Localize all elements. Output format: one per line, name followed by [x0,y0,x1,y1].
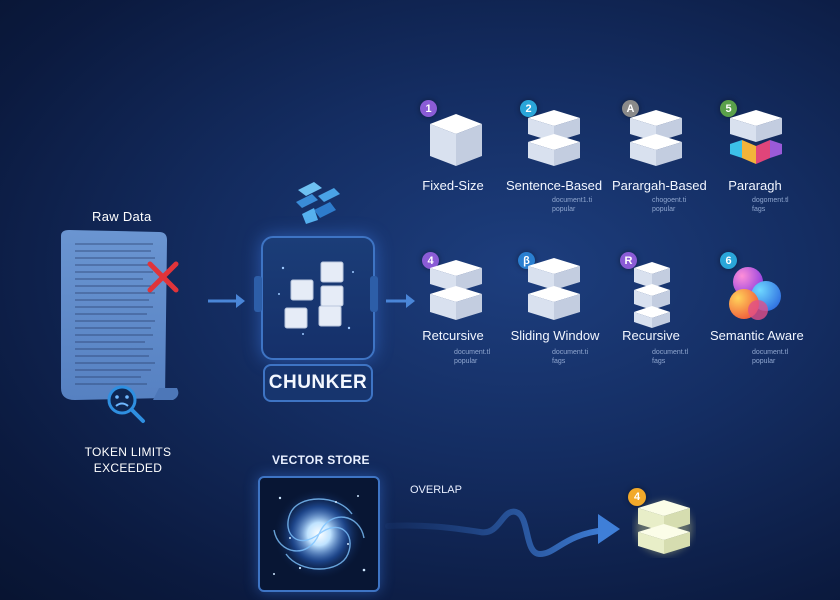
strategy-meta-line: popular [752,358,776,365]
warning-line-2: EXCEEDED [93,461,163,475]
strategy-badge: 4 [422,252,439,269]
glowing-blocks-icon [636,500,692,554]
strategy-label: Sliding Window [510,328,600,343]
strategy-card: R Recursive document.tl fags [612,248,712,378]
strategy-card: 4 Retcursive document.tl popular [412,248,512,378]
stacked-blocks-icon [528,258,580,320]
strategy-meta-line: fags [752,206,766,213]
raw-data-document-icon [61,230,179,400]
vector-store-title: VECTOR STORE [272,453,370,467]
strategy-meta-line: fags [552,358,566,365]
strategy-meta-line: document1.ti [552,197,593,204]
strategy-meta-line: popular [552,206,576,213]
strategy-card: β Sliding Window document.ti fags [508,248,618,378]
chunker-logo-icon [296,182,340,224]
chunker-box [261,236,375,360]
strategy-meta: document1.ti popular [552,196,592,214]
strategy-label: Parargah-Based [612,178,707,193]
vector-store-box [258,476,380,592]
strategy-meta-line: document.ti [552,349,589,356]
strategy-badge: 6 [720,252,737,269]
strategy-card: 2 Sentence-Based document1.ti popular [504,96,614,216]
strategy-card: 6 Semantic Aware document.tl popular [710,248,822,378]
colorful-blocks-icon [730,110,782,164]
strategy-meta-line: popular [454,358,478,365]
tall-stack-icon [634,262,670,328]
strategy-badge: R [620,252,637,269]
chunker-label: CHUNKER [263,364,373,402]
strategy-badge: 1 [420,100,437,117]
strategy-badge: 5 [720,100,737,117]
strategy-meta: document.tl fags [652,348,688,366]
overlap-label: OVERLAP [410,484,462,496]
galaxy-icon [273,488,366,580]
strategy-card: 5 Pararagh dogoment.tl fags [712,96,822,216]
strategy-label: Recursive [622,328,680,343]
strategy-card: 1 Fixed-Size [408,96,508,216]
stacked-blocks-icon [430,260,482,320]
strategy-meta: document.tl popular [752,348,788,366]
strategy-meta-line: document.tl [652,349,689,356]
strategy-meta: document.ti fags [552,348,588,366]
strategy-meta: dogoment.tl fags [752,196,789,214]
strategy-meta-line: chogoent.ti [652,197,687,204]
strategy-label: Pararagh [728,178,782,193]
wave-arrow-icon [385,508,620,558]
single-cube-icon [430,114,482,166]
chunker-side-tab [254,276,262,312]
strategy-meta: chogoent.ti popular [652,196,686,214]
arrow-right-icon [208,294,245,308]
stacked-blocks-icon [630,110,682,166]
strategy-meta: document.tl popular [454,348,490,366]
strategy-meta-line: popular [652,206,676,213]
arrow-right-icon [386,294,415,308]
strategy-badge: β [518,252,535,269]
strategy-label: Retcursive [422,328,484,343]
raw-data-title: Raw Data [92,209,152,224]
strategy-label: Fixed-Size [422,178,484,193]
strategy-label: Sentence-Based [505,178,603,193]
strategy-meta-line: document.tl [454,349,491,356]
strategy-meta-line: fags [652,358,666,365]
strategy-meta-line: document.tl [752,349,789,356]
strategy-card: A Parargah-Based chogoent.ti popular [612,96,722,216]
strategy-label: Semantic Aware [710,328,804,343]
chunker-cubes-icon [278,261,354,335]
overlap-chunk: 4 [622,482,702,562]
chunker-side-tab [370,276,378,312]
stacked-blocks-icon [528,110,580,166]
overlap-badge: 4 [628,488,646,506]
error-x-icon [147,261,179,293]
warning-line-1: TOKEN LIMITS [84,445,172,459]
sad-magnifier-icon [107,385,145,423]
strategy-badge: A [622,100,639,117]
token-limit-warning: TOKEN LIMITS EXCEEDED [72,444,184,476]
strategy-badge: 2 [520,100,537,117]
semantic-blob-icon [729,267,781,320]
strategy-meta-line: dogoment.tl [752,197,789,204]
